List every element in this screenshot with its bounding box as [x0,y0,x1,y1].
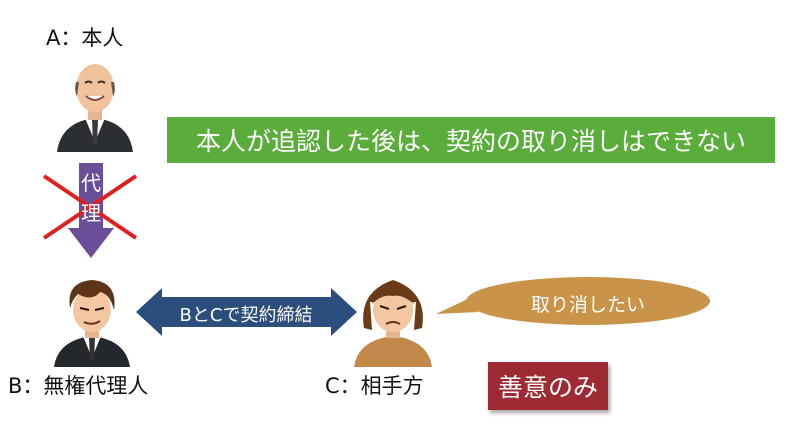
agency-arrow [68,163,114,258]
speech-bubble-text: 取り消したい [530,294,645,316]
contract-arrow-label: BとCで契約締結 [179,305,313,326]
agency-char-1: 代 [81,171,101,195]
good-faith-box: 善意のみ [488,362,608,410]
ratification-banner: 本人が追認した後は、契約の取り消しはできない [167,117,775,163]
counterparty-avatar [354,280,432,367]
agent-label: B：無権代理人 [8,374,149,398]
agency-char-2: 理 [81,201,101,225]
contract-arrow [136,288,357,336]
principal-avatar [57,64,133,152]
speech-bubble-tail [436,296,478,314]
counterparty-label: C：相手方 [325,374,424,398]
speech-bubble [466,277,710,325]
principal-label: A：本人 [46,26,124,50]
agent-avatar [54,280,130,367]
cross-line-2 [42,174,138,240]
